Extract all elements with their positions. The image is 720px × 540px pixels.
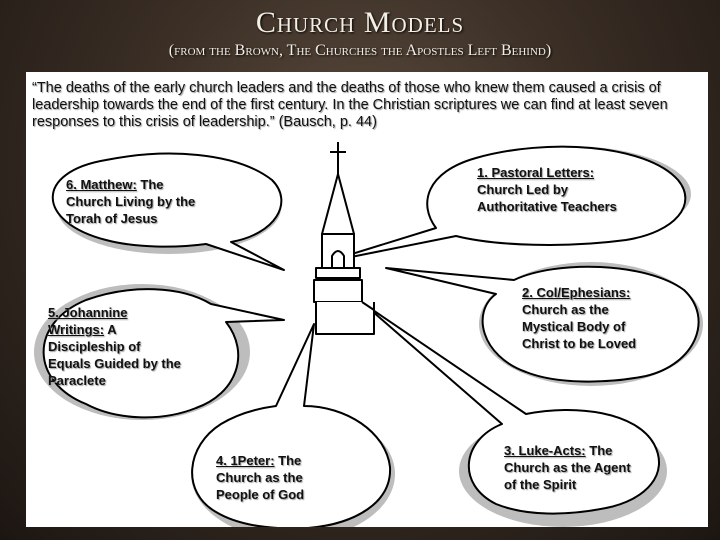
- bubble-body: Church Led by Authoritative Teachers: [477, 182, 617, 214]
- slide-subtitle: (from the Brown, The Churches the Apostl…: [168, 42, 552, 59]
- church-icon: [313, 142, 375, 335]
- bubble-heading: 6. Matthew:: [66, 177, 137, 192]
- bubble-lukeacts: [363, 303, 660, 515]
- bubble-pastoral: [325, 145, 687, 263]
- bubble-body: The Church as the People of God: [216, 453, 305, 502]
- quote-text: “The deaths of the early church leaders …: [32, 80, 668, 130]
- bubble-heading: 5. Johannine Writings:: [48, 305, 128, 337]
- bubble-text-lukeacts: 3. Luke-Acts: The Church as the Agent of…: [504, 442, 639, 493]
- bubble-heading: 3. Luke-Acts:: [504, 443, 586, 458]
- bubble-text-matthew: 6. Matthew: The Church Living by the Tor…: [66, 176, 201, 227]
- bubble-peter: [191, 323, 392, 527]
- bubble-text-coleph: 2. Col/Ephesians: Church as the Mystical…: [522, 284, 657, 352]
- bubble-body: Church as the Mystical Body of Christ to…: [522, 302, 637, 351]
- bubble-heading: 1. Pastoral Letters:: [477, 165, 595, 180]
- bubble-heading: 4. 1Peter:: [216, 453, 275, 468]
- diagram-panel: “The deaths of the early church leaders …: [26, 72, 708, 527]
- bubble-text-pastoral: 1. Pastoral Letters: Church Led by Autho…: [477, 164, 637, 215]
- bubble-matthew: [51, 152, 285, 271]
- bubble-heading: 2. Col/Ephesians:: [522, 285, 631, 300]
- bubble-coleph: [385, 265, 700, 383]
- bubble-body: The Church as the Agent of the Spirit: [504, 443, 631, 492]
- church-diagram: [34, 142, 703, 527]
- slide-title: Church Models: [255, 6, 465, 39]
- bubble-body: The Church Living by the Torah of Jesus: [66, 177, 196, 226]
- bubble-text-peter: 4. 1Peter: The Church as the People of G…: [216, 452, 326, 503]
- bubble-text-johannine: 5. Johannine Writings: A Discipleship of…: [48, 304, 183, 389]
- bubble-body: A Discipleship of Equals Guided by the P…: [48, 322, 181, 388]
- bubble-johannine: [42, 288, 285, 419]
